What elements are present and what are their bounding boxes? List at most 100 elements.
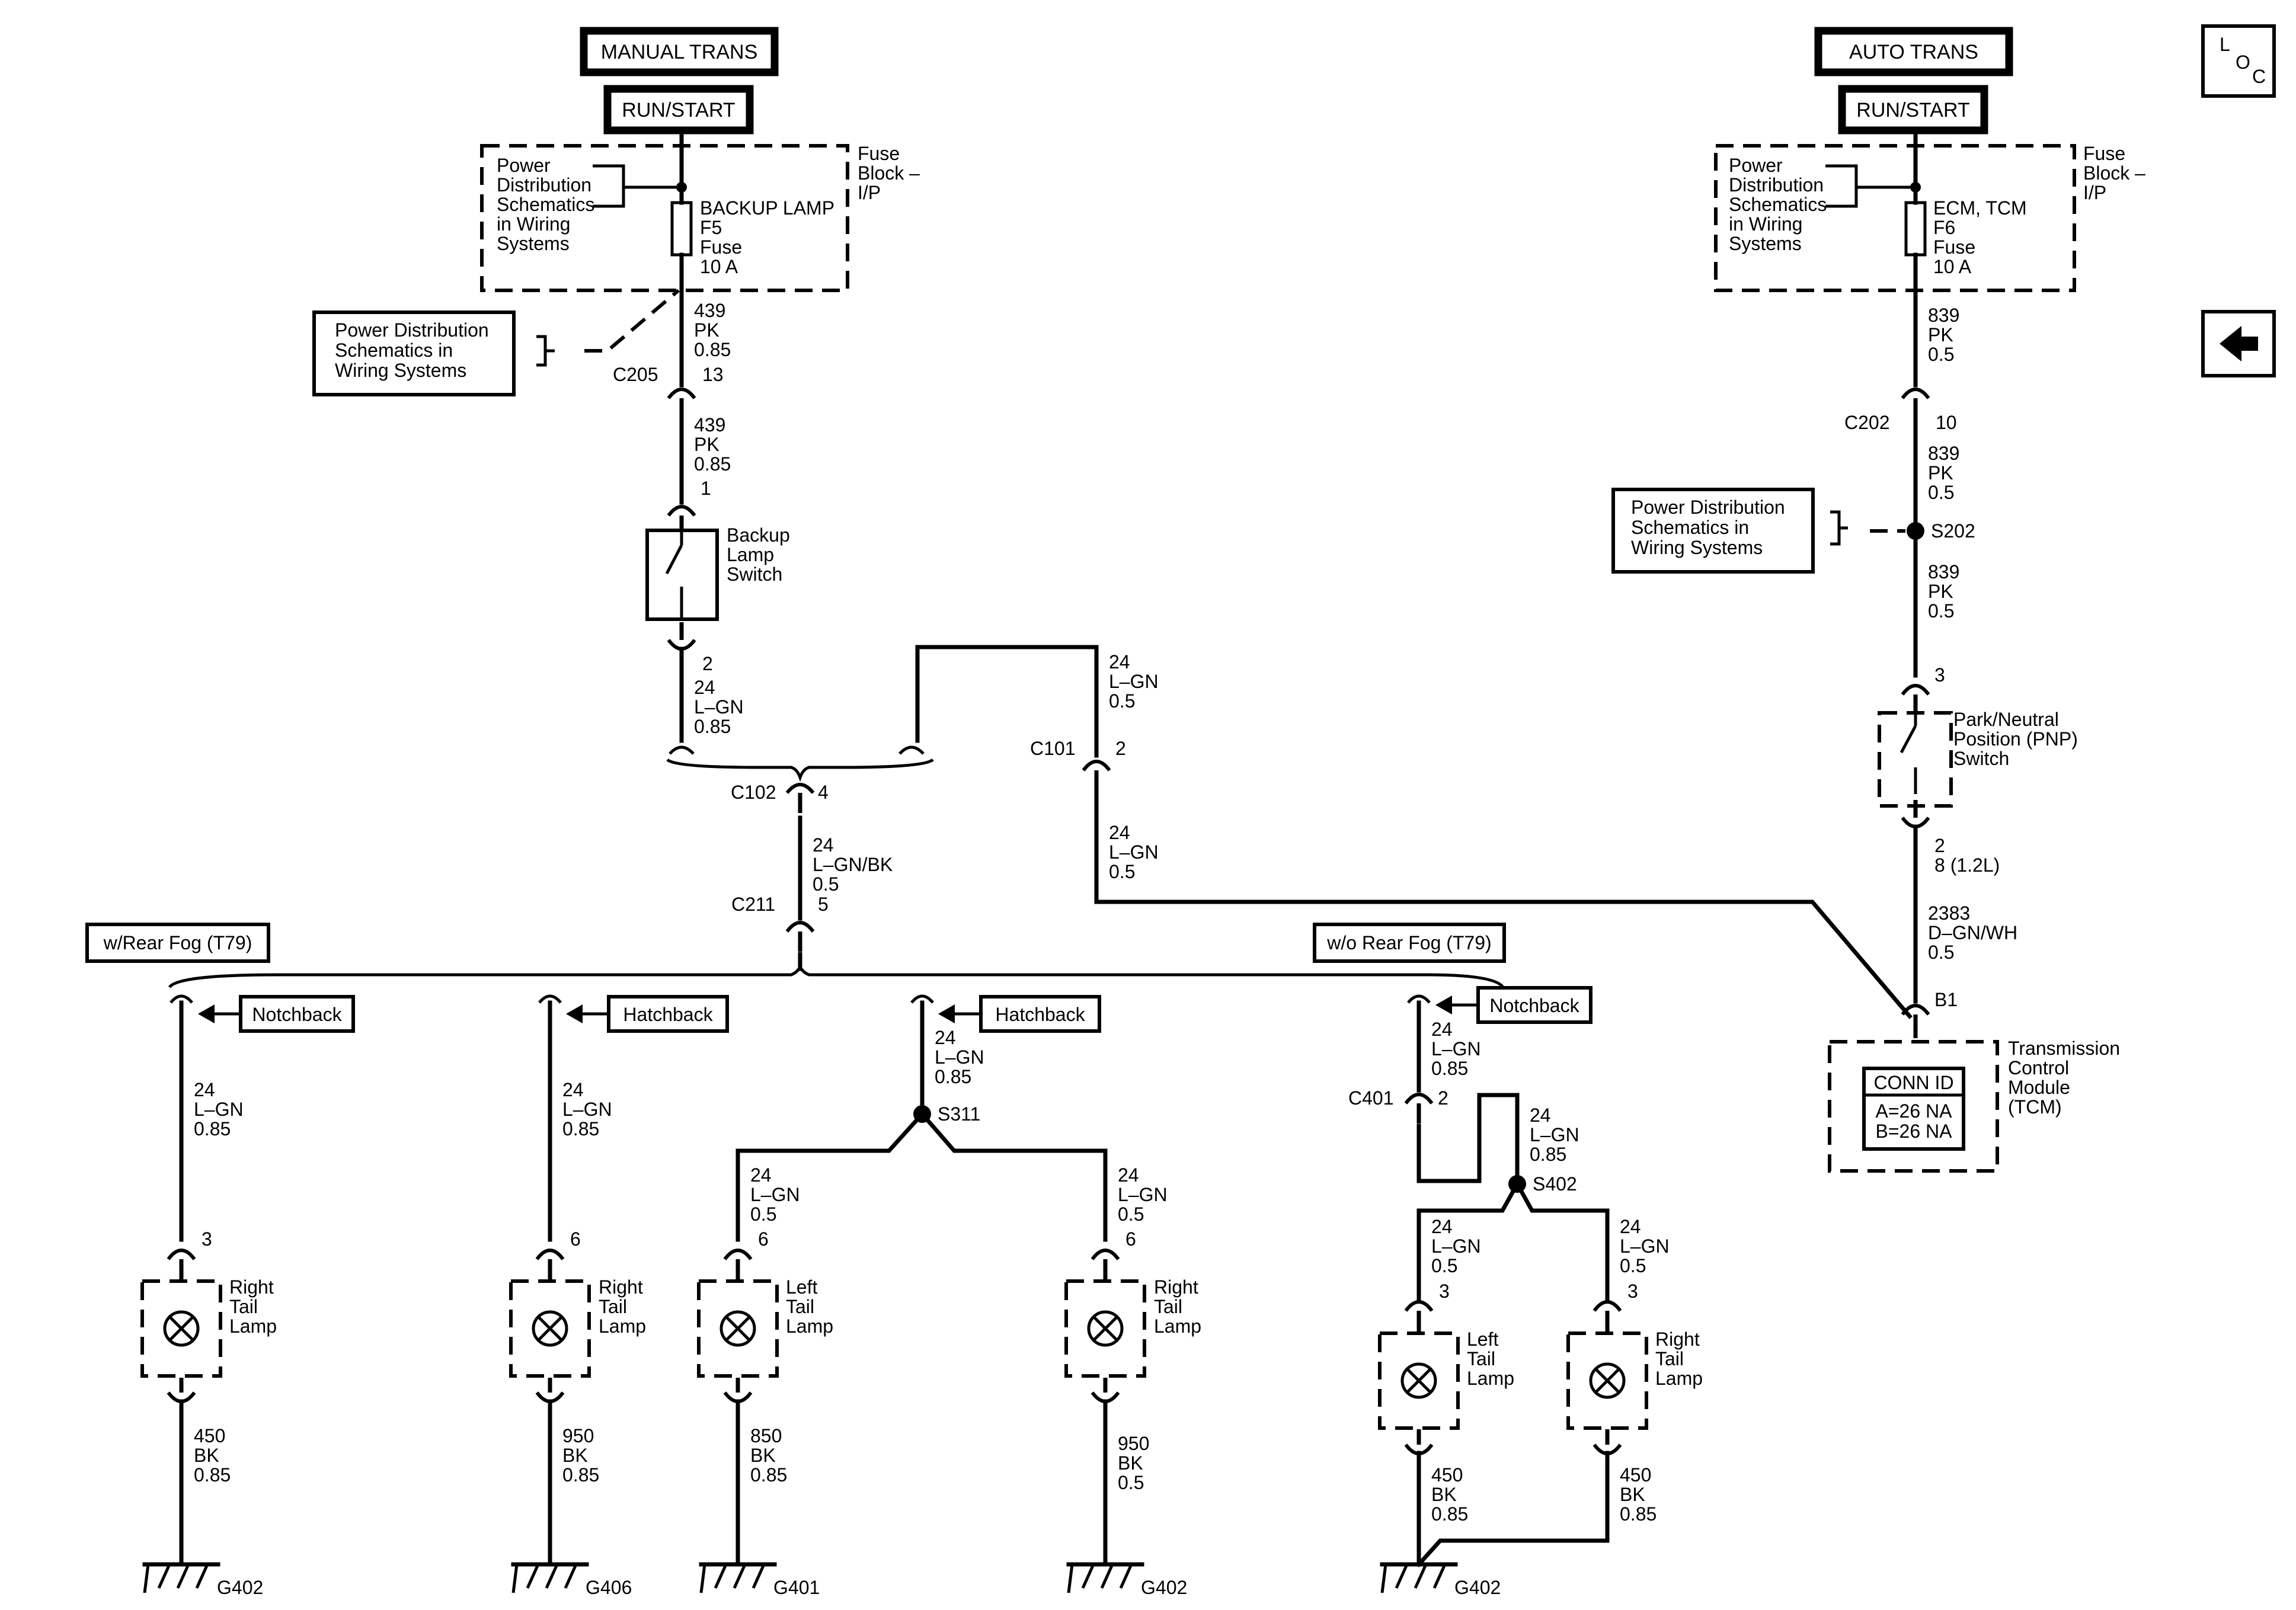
fuse-f5-label: BACKUP LAMP F5 Fuse 10 A — [700, 197, 834, 277]
svg-text:Tail: Tail — [786, 1296, 814, 1317]
svg-text:Tail: Tail — [1655, 1348, 1684, 1369]
svg-text:24: 24 — [194, 1079, 215, 1100]
fuse-block-left: Power Distribution Schematics in Wiring … — [480, 144, 849, 292]
svg-text:0.85: 0.85 — [194, 1464, 231, 1486]
svg-text:Notchback: Notchback — [252, 1004, 342, 1025]
splice-s402 — [1508, 1175, 1526, 1193]
svg-text:BK: BK — [562, 1445, 588, 1466]
svg-text:BK: BK — [750, 1445, 776, 1466]
svg-text:L–GN: L–GN — [694, 696, 744, 718]
svg-text:Tail: Tail — [1467, 1348, 1495, 1369]
wire-439-label-a: 439 PK 0.85 — [694, 300, 731, 360]
svg-text:G406: G406 — [586, 1577, 632, 1598]
svg-text:L–GN: L–GN — [750, 1184, 800, 1205]
branch-4: 24 L–GN 0.85 C401 2 S402 24 L–GN 0.85 24… — [1348, 986, 1670, 1301]
svg-text:G402: G402 — [1141, 1577, 1187, 1598]
svg-text:24: 24 — [1431, 1216, 1453, 1237]
svg-text:Right: Right — [599, 1276, 643, 1298]
connector-c202: C202 10 — [1844, 388, 1957, 433]
svg-text:4: 4 — [818, 782, 829, 803]
svg-text:6: 6 — [758, 1228, 769, 1250]
auto-trans-header: AUTO TRANS — [1814, 27, 2013, 76]
notchback-tag-1: Notchback — [198, 995, 355, 1033]
svg-text:0.5: 0.5 — [1928, 942, 1954, 963]
svg-text:Fuse: Fuse — [1933, 236, 1975, 258]
svg-text:2383: 2383 — [1928, 902, 1970, 924]
distribution-bus — [168, 964, 1505, 988]
svg-text:Systems: Systems — [1729, 233, 1802, 254]
svg-text:Park/Neutral: Park/Neutral — [1953, 709, 2059, 730]
svg-text:I/P: I/P — [858, 182, 881, 203]
svg-text:A=26 NA: A=26 NA — [1876, 1100, 1953, 1122]
svg-text:MANUAL TRANS: MANUAL TRANS — [601, 41, 758, 63]
svg-text:(TCM): (TCM) — [2008, 1096, 2062, 1118]
splice-s311 — [913, 1105, 931, 1123]
svg-text:L–GN: L–GN — [1431, 1235, 1481, 1257]
svg-text:3: 3 — [202, 1228, 212, 1250]
svg-text:in Wiring: in Wiring — [1729, 213, 1802, 235]
svg-text:CONN ID: CONN ID — [1873, 1072, 1953, 1093]
svg-text:0.85: 0.85 — [694, 453, 731, 475]
svg-text:0.5: 0.5 — [1928, 600, 1954, 622]
fuse-block-left-name: Fuse Block – I/P — [858, 143, 920, 203]
svg-text:D–GN/WH: D–GN/WH — [1928, 922, 2017, 943]
svg-text:L–GN: L–GN — [1431, 1038, 1481, 1060]
svg-text:L–GN: L–GN — [935, 1046, 984, 1068]
svg-text:0.85: 0.85 — [750, 1464, 787, 1486]
svg-text:Hatchback: Hatchback — [995, 1004, 1085, 1025]
svg-text:24: 24 — [813, 834, 834, 856]
rear-fog-without-label: w/o Rear Fog (T79) — [1313, 923, 1506, 963]
loc-button[interactable]: L O C — [2201, 24, 2276, 98]
svg-text:PK: PK — [1928, 462, 1953, 484]
svg-text:6: 6 — [1125, 1228, 1136, 1250]
lamp-left-tail-1: 6 Left Tail Lamp — [697, 1228, 833, 1403]
svg-text:Lamp: Lamp — [1467, 1368, 1514, 1389]
svg-text:0.85: 0.85 — [1530, 1144, 1566, 1165]
svg-text:Distribution: Distribution — [497, 174, 591, 196]
svg-text:439: 439 — [694, 300, 725, 321]
svg-text:Control: Control — [2008, 1057, 2069, 1078]
svg-text:L–GN: L–GN — [1530, 1124, 1579, 1145]
svg-text:24: 24 — [1620, 1216, 1641, 1237]
ground-g402-2: G402 — [1066, 1562, 1187, 1598]
connector-c102-harness: C102 4 — [666, 645, 1099, 813]
svg-text:L–GN: L–GN — [1620, 1235, 1670, 1257]
svg-text:PK: PK — [1928, 581, 1953, 602]
rear-fog-with-label: w/Rear Fog (T79) — [85, 923, 270, 963]
wire-24-c101-label: 24 L–GN 0.5 — [1109, 822, 1159, 882]
svg-text:Power: Power — [1729, 155, 1783, 176]
svg-text:850: 850 — [750, 1425, 782, 1446]
wire-839-label-c: 839 PK 0.5 — [1928, 561, 1959, 622]
wire-839-label-b: 839 PK 0.5 — [1928, 443, 1959, 503]
notchback-tag-2: Notchback — [1435, 986, 1593, 1024]
svg-text:Schematics: Schematics — [1729, 194, 1827, 215]
ground-g401: G401 — [699, 1562, 820, 1598]
svg-text:0.85: 0.85 — [562, 1118, 599, 1140]
svg-text:Block –: Block – — [2083, 162, 2145, 184]
svg-text:Fuse: Fuse — [2083, 143, 2125, 164]
svg-text:450: 450 — [194, 1425, 225, 1446]
svg-text:BK: BK — [194, 1445, 219, 1466]
wire-839-label-a: 839 PK 0.5 — [1928, 305, 1959, 365]
svg-text:in Wiring: in Wiring — [497, 213, 570, 235]
svg-text:0.85: 0.85 — [694, 339, 731, 360]
svg-text:C401: C401 — [1348, 1087, 1394, 1109]
svg-text:C211: C211 — [731, 894, 775, 915]
svg-text:PK: PK — [694, 434, 720, 455]
back-arrow-button[interactable] — [2201, 310, 2276, 377]
power-distribution-label-left: Power Distribution Schematics in Wiring … — [497, 155, 594, 254]
run-start-right-header: RUN/START — [1838, 85, 1988, 135]
power-distribution-ref-right: Power Distribution Schematics in Wiring … — [1611, 488, 1905, 574]
svg-text:0.85: 0.85 — [1431, 1058, 1468, 1079]
svg-text:2: 2 — [1438, 1087, 1448, 1109]
svg-text:Block –: Block – — [858, 162, 920, 184]
svg-text:Backup: Backup — [727, 524, 790, 546]
svg-text:0.5: 0.5 — [813, 873, 839, 895]
svg-text:13: 13 — [702, 364, 724, 385]
lamp-right-tail-1: 3 Right Tail Lamp — [140, 1228, 277, 1403]
connector-c205: C205 13 — [613, 364, 724, 418]
svg-text:B=26 NA: B=26 NA — [1876, 1121, 1953, 1142]
svg-text:24: 24 — [1109, 822, 1130, 843]
svg-text:3: 3 — [1627, 1281, 1638, 1302]
